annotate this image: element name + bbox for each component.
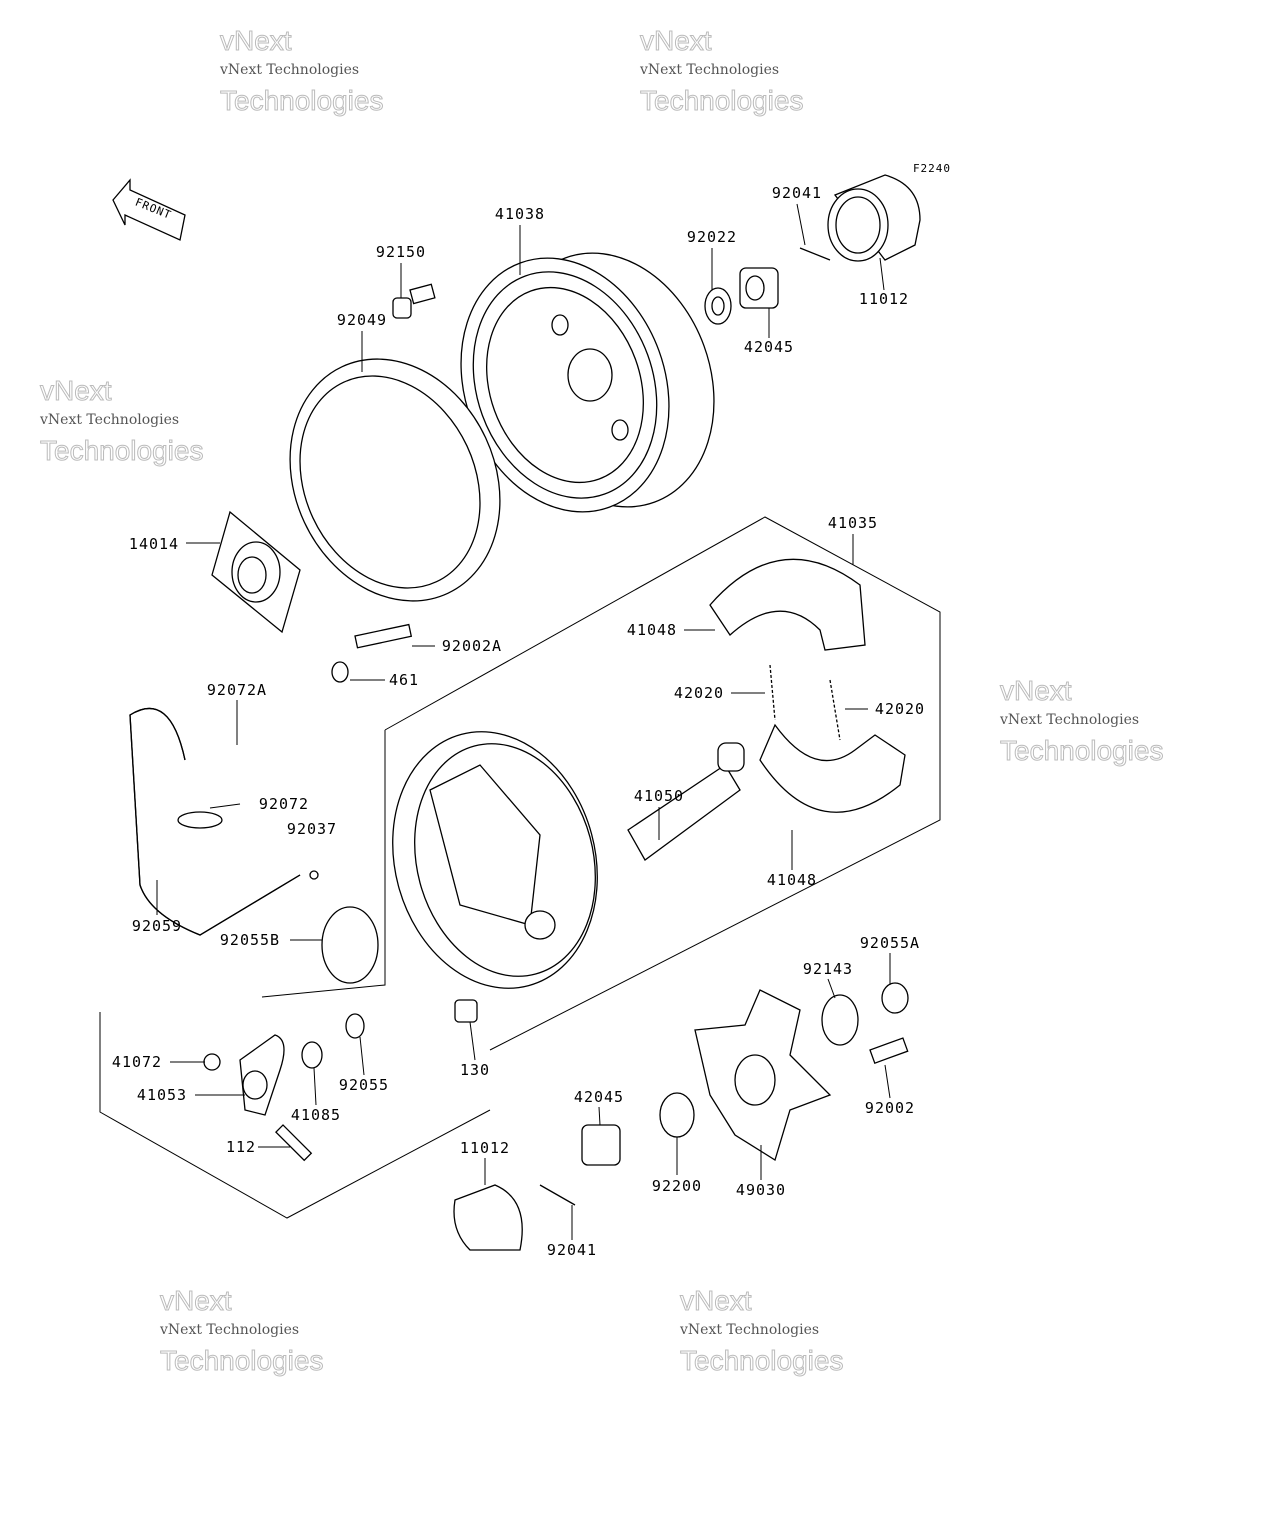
svg-text:vNext: vNext: [220, 25, 292, 56]
svg-text:vNext Technologies: vNext Technologies: [219, 62, 359, 78]
svg-text:vNext Technologies: vNext Technologies: [679, 1322, 819, 1338]
brake-panel: [392, 731, 598, 989]
indicator-41085: [301, 1041, 323, 1069]
svg-text:Technologies: Technologies: [1000, 735, 1163, 766]
svg-text:Technologies: Technologies: [680, 1345, 843, 1376]
camshaft: [627, 742, 745, 861]
svg-text:vNext: vNext: [40, 375, 112, 406]
label-92002: 92002: [865, 1099, 915, 1117]
label-92150: 92150: [376, 243, 426, 261]
bearing-housing: [211, 510, 301, 634]
cotter-pin-92041-bottom: [539, 1184, 576, 1206]
nut-41072: [203, 1053, 221, 1071]
svg-text:Technologies: Technologies: [160, 1345, 323, 1376]
label-92143: 92143: [803, 960, 853, 978]
brake-shoe-top: [709, 558, 866, 651]
nut-42045-top: [739, 267, 779, 309]
bolt-92002: [869, 1037, 909, 1064]
nut-42045-bottom: [581, 1124, 621, 1166]
brake-shoe-bottom: [759, 723, 906, 813]
clamp-92072: [177, 811, 223, 829]
seal-ring: [289, 358, 501, 602]
spring-42020-left: [769, 664, 776, 721]
label-92059: 92059: [132, 917, 182, 935]
o-ring-92055: [345, 1013, 365, 1039]
svg-text:vNext Technologies: vNext Technologies: [999, 712, 1139, 728]
label-92022: 92022: [687, 228, 737, 246]
label-92055A: 92055A: [860, 934, 920, 952]
label-42045-bottom: 42045: [574, 1088, 624, 1106]
cap-11012-bottom: [453, 1184, 523, 1251]
washer-92022: [704, 287, 732, 325]
label-41038: 41038: [495, 205, 545, 223]
label-41053: 41053: [137, 1086, 187, 1104]
label-130: 130: [460, 1061, 490, 1079]
label-42045-top: 42045: [744, 338, 794, 356]
brake-drum: [460, 252, 715, 513]
label-11012-top: 11012: [859, 290, 909, 308]
leader-lines: [156, 203, 891, 1240]
label-92072A: 92072A: [207, 681, 267, 699]
svg-text:Technologies: Technologies: [640, 85, 803, 116]
svg-text:vNext: vNext: [640, 25, 712, 56]
svg-text:vNext Technologies: vNext Technologies: [159, 1322, 299, 1338]
svg-text:vNext: vNext: [680, 1285, 752, 1316]
bolt-130: [454, 999, 478, 1023]
label-42020-right: 42020: [875, 700, 925, 718]
label-92055B: 92055B: [220, 931, 280, 949]
label-11012-bottom: 11012: [460, 1139, 510, 1157]
svg-text:vNext Technologies: vNext Technologies: [39, 412, 179, 428]
hub-49030: [694, 989, 832, 1162]
o-ring-92055B: [321, 906, 379, 984]
svg-text:vNext: vNext: [160, 1285, 232, 1316]
label-461: 461: [389, 671, 419, 689]
label-92041-bottom: 92041: [547, 1241, 597, 1259]
label-41048-bottom: 41048: [767, 871, 817, 889]
label-41035: 41035: [828, 514, 878, 532]
label-92049: 92049: [337, 311, 387, 329]
assembly-box-lower: [99, 1012, 491, 1219]
svg-text:Technologies: Technologies: [220, 85, 383, 116]
breather-hose: [129, 707, 301, 936]
diagram-code: F2240: [913, 162, 951, 175]
label-92041-top: 92041: [772, 184, 822, 202]
svg-text:Technologies: Technologies: [40, 435, 203, 466]
label-41085: 41085: [291, 1106, 341, 1124]
label-41050: 41050: [634, 787, 684, 805]
label-112: 112: [226, 1138, 256, 1156]
front-arrow-icon: FRONT: [112, 178, 186, 241]
washer-92200: [659, 1092, 695, 1138]
pin-92037: [309, 870, 319, 880]
bolt-92002A: [354, 623, 413, 649]
spring-42020-right: [829, 679, 841, 741]
bolt-92150: [392, 283, 436, 319]
cotter-pin-92041-top: [799, 247, 831, 261]
label-14014: 14014: [129, 535, 179, 553]
label-41048-top: 41048: [627, 621, 677, 639]
bolt-112: [275, 1124, 313, 1162]
assembly-box-upper: [384, 516, 941, 1051]
svg-text:vNext: vNext: [1000, 675, 1072, 706]
brake-lever: [239, 1034, 285, 1116]
o-ring-92055A: [881, 982, 909, 1014]
spacer-92143: [821, 994, 859, 1046]
label-42020-left: 42020: [674, 684, 724, 702]
svg-text:vNext Technologies: vNext Technologies: [639, 62, 779, 78]
label-41072: 41072: [112, 1053, 162, 1071]
label-92072: 92072: [259, 795, 309, 813]
label-49030: 49030: [736, 1181, 786, 1199]
label-92037: 92037: [287, 820, 337, 838]
label-92055: 92055: [339, 1076, 389, 1094]
label-92002A: 92002A: [442, 637, 502, 655]
lock-washer-461: [331, 661, 349, 683]
label-92200: 92200: [652, 1177, 702, 1195]
cap-11012-top: [827, 174, 921, 262]
